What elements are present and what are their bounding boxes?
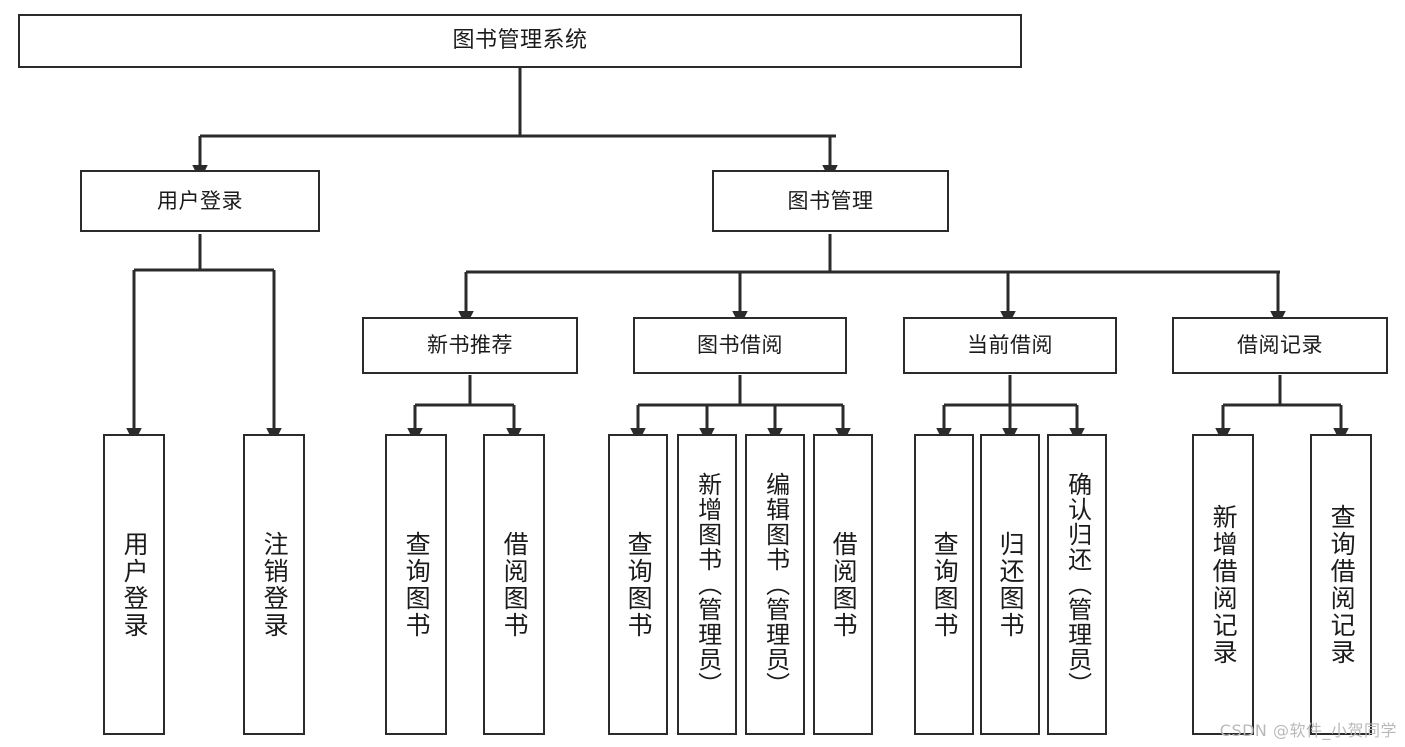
node-new-book-rec[interactable]: 新书推荐 (362, 317, 578, 374)
node-book-manage[interactable]: 图书管理 (712, 170, 949, 232)
csdn-watermark: CSDN @软件_小贺同学 (1219, 721, 1397, 740)
node-root[interactable]: 图书管理系统 (18, 14, 1022, 68)
leaf-return-book-label: 归还图书 (996, 530, 1026, 639)
leaf-edit-book[interactable]: 编辑图书（管理员） (745, 434, 805, 735)
node-borrow-record[interactable]: 借阅记录 (1172, 317, 1388, 374)
leaf-confirm-return-label: 确认归还（管理员） (1063, 472, 1092, 697)
leaf-query-book-1[interactable]: 查询图书 (385, 434, 447, 735)
node-borrow-record-label: 借阅记录 (1237, 333, 1323, 358)
leaf-return-book[interactable]: 归还图书 (980, 434, 1040, 735)
leaf-borrow-book-2-label: 借阅图书 (829, 530, 859, 639)
leaf-add-book[interactable]: 新增图书（管理员） (677, 434, 737, 735)
leaf-user-login[interactable]: 用户登录 (103, 434, 165, 735)
leaf-query-book-2[interactable]: 查询图书 (608, 434, 668, 735)
leaf-user-login-label: 用户登录 (120, 530, 150, 639)
leaf-add-record-label: 新增借阅记录 (1209, 503, 1239, 666)
leaf-logout-login-label: 注销登录 (260, 530, 290, 639)
leaf-borrow-book-2[interactable]: 借阅图书 (813, 434, 873, 735)
leaf-query-book-2-label: 查询图书 (624, 530, 654, 639)
leaf-edit-book-label: 编辑图书（管理员） (761, 472, 790, 697)
leaf-borrow-book-1-label: 借阅图书 (500, 530, 530, 639)
leaf-add-record[interactable]: 新增借阅记录 (1192, 434, 1254, 735)
leaf-logout-login[interactable]: 注销登录 (243, 434, 305, 735)
leaf-query-book-1-label: 查询图书 (402, 530, 432, 639)
leaf-borrow-book-1[interactable]: 借阅图书 (483, 434, 545, 735)
leaf-confirm-return[interactable]: 确认归还（管理员） (1047, 434, 1107, 735)
node-book-manage-label: 图书管理 (787, 188, 874, 213)
node-new-book-rec-label: 新书推荐 (427, 333, 513, 358)
leaf-query-record[interactable]: 查询借阅记录 (1310, 434, 1372, 735)
leaf-add-book-label: 新增图书（管理员） (693, 472, 722, 697)
leaf-query-book-3-label: 查询图书 (930, 530, 960, 639)
node-user-login-label: 用户登录 (157, 188, 243, 213)
node-current-borrow[interactable]: 当前借阅 (903, 317, 1117, 374)
node-book-borrow-label: 图书借阅 (697, 333, 783, 358)
node-book-borrow[interactable]: 图书借阅 (633, 317, 847, 374)
leaf-query-book-3[interactable]: 查询图书 (914, 434, 974, 735)
node-user-login[interactable]: 用户登录 (80, 170, 320, 232)
node-current-borrow-label: 当前借阅 (967, 333, 1053, 358)
leaf-query-record-label: 查询借阅记录 (1327, 503, 1357, 666)
node-root-label: 图书管理系统 (452, 28, 588, 54)
